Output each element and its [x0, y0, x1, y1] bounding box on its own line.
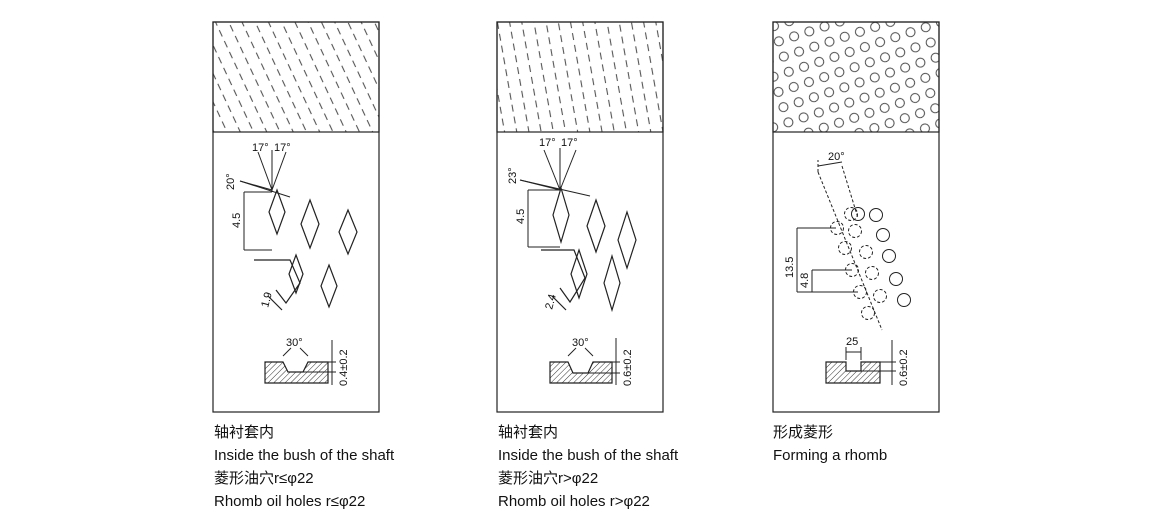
- panel-2-rhomb-holes: [552, 185, 637, 313]
- panel-2-angle-lines: [519, 148, 591, 197]
- panel-1: 17° 17° 20° 4.5 1.9: [212, 21, 380, 413]
- panel-3-groove-depth: 0.6±0.2: [898, 349, 910, 386]
- panel-1-pitch-dim: [243, 191, 272, 251]
- panel-3-angle-arc: [817, 161, 843, 167]
- panel-3-pitch-small: 4.8: [799, 273, 811, 288]
- panel-2-angle-left: 17°: [539, 137, 556, 149]
- panel-2-angle-right: 17°: [561, 137, 578, 149]
- panel-3-angle: 20°: [828, 151, 845, 163]
- panel-2-pitch-dim: [527, 189, 560, 248]
- panel-2-caption-line-1: 轴衬套内: [498, 424, 559, 441]
- panel-1-groove: [264, 340, 336, 385]
- panel-1-caption: 轴衬套内 Inside the bush of the shaft 菱形油穴r≤…: [214, 421, 394, 513]
- panel-2-side-angle: 23°: [507, 167, 519, 184]
- panel-3-pitch-dims: [796, 227, 858, 293]
- panel-3-holes-dashed: [830, 207, 887, 320]
- panel-2-hole-section: [541, 249, 586, 311]
- panel-3-groove-width: 25: [846, 336, 858, 348]
- panel-2-pitch: 4.5: [515, 209, 527, 224]
- panel-1-angle-lines: [239, 150, 291, 198]
- panel-2-hole-depth: 2.4: [543, 293, 559, 311]
- panel-1-caption-line-3: 菱形油穴r≤φ22: [214, 470, 314, 487]
- panel-3-caption-line-2: Forming a rhomb: [773, 447, 888, 464]
- panel-3-holes-solid: [851, 207, 911, 307]
- panel-1-texture: [212, 21, 380, 133]
- panel-2-caption-line-2: Inside the bush of the shaft: [498, 447, 679, 464]
- panel-3-angle-lines: [817, 160, 883, 331]
- panel-3-caption-line-1: 形成菱形: [773, 424, 834, 441]
- panel-3-caption: 形成菱形 Forming a rhomb: [773, 421, 887, 467]
- panel-2-groove-depth: 0.6±0.2: [622, 349, 634, 386]
- panel-2: 17° 17° 23° 4.5 2.4 30°: [496, 21, 664, 413]
- panel-1-side-angle: 20°: [225, 173, 237, 190]
- panel-1-rhomb-holes: [268, 188, 358, 309]
- panel-1-angle-left: 17°: [252, 142, 269, 154]
- panel-3-pitch-large: 13.5: [784, 257, 796, 278]
- panel-1-pitch: 4.5: [231, 213, 243, 228]
- panel-1-angle-right: 17°: [274, 142, 291, 154]
- panel-1-groove-angle: 30°: [286, 337, 303, 349]
- panel-1-groove-depth: 0.4±0.2: [338, 349, 350, 386]
- panel-2-texture: [496, 21, 664, 133]
- panel-2-caption-line-3: 菱形油穴r>φ22: [498, 470, 599, 487]
- panel-1-hole-section: [254, 259, 301, 311]
- panel-1-caption-line-2: Inside the bush of the shaft: [214, 447, 395, 464]
- panel-2-groove: [549, 338, 620, 385]
- panel-3-texture: [772, 21, 940, 133]
- panel-2-caption: 轴衬套内 Inside the bush of the shaft 菱形油穴r>…: [498, 421, 678, 513]
- panel-2-caption-line-4: Rhomb oil holes r>φ22: [498, 493, 650, 510]
- panel-1-hole-depth: 1.9: [259, 291, 275, 309]
- panel-3: 20° 13.: [772, 21, 940, 413]
- panel-2-groove-angle: 30°: [572, 337, 589, 349]
- panel-1-caption-line-4: Rhomb oil holes r≤φ22: [214, 493, 366, 510]
- panel-3-groove: [825, 340, 896, 385]
- panel-1-caption-line-1: 轴衬套内: [214, 424, 275, 441]
